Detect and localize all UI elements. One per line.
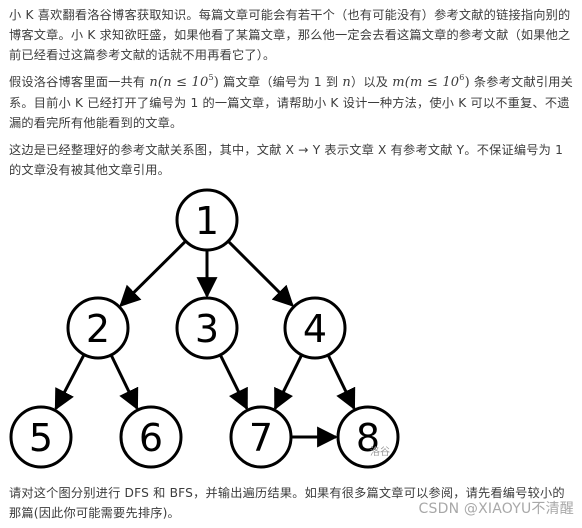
math-n-expr: (n ≤ 10 xyxy=(157,75,209,90)
node-circle xyxy=(283,296,347,360)
graph-node-3: 3 xyxy=(175,296,239,360)
node-label: 3 xyxy=(195,307,219,351)
edge-1-to-4 xyxy=(227,240,294,307)
math-n-close: ) xyxy=(213,75,220,90)
problem-text-a: 假设洛谷博客里面一共有 xyxy=(9,75,150,89)
node-label: 2 xyxy=(86,307,110,351)
node-circle xyxy=(175,296,239,360)
edge-2-to-6 xyxy=(110,355,139,411)
math-n-constraint: n(n ≤ 105) xyxy=(149,73,220,90)
graph-node-1: 1 xyxy=(175,188,239,252)
edge-1-to-2 xyxy=(119,240,187,307)
node-label: 4 xyxy=(303,307,327,351)
math-n-exp: 5 xyxy=(208,73,214,82)
graph-edges xyxy=(54,240,356,448)
problem-text-d: 条参考文献引用关系。目前小 K 已经打开了编号为 1 的一篇文章，请帮助小 K … xyxy=(9,75,574,130)
intro-paragraph: 小 K 喜欢翻看洛谷博客获取知识。每篇文章可能会有若干个（也有可能没有）参考文献… xyxy=(9,5,575,65)
problem-paragraph: 假设洛谷博客里面一共有 n(n ≤ 105) 篇文章（编号为 1 到 n）以及 … xyxy=(9,68,575,133)
graph-description-paragraph: 这边是已经整理好的参考文献关系图，其中，文献 X → Y 表示文章 X 有参考文… xyxy=(9,140,575,180)
node-label: 6 xyxy=(139,416,163,460)
node-circle xyxy=(229,405,293,469)
math-m-var: m xyxy=(392,75,405,90)
node-label: 1 xyxy=(195,199,219,243)
problem-text-c: ）以及 xyxy=(350,75,393,89)
graph-description-text: 这边是已经整理好的参考文献关系图，其中，文献 X → Y 表示文章 X 有参考文… xyxy=(9,143,564,177)
graph-node-2: 2 xyxy=(66,296,130,360)
edge-4-to-8 xyxy=(327,355,356,411)
math-m-constraint: m(m ≤ 106) xyxy=(392,73,470,90)
graph-node-8: 8 xyxy=(336,405,400,469)
math-m-close: ) xyxy=(464,75,470,90)
math-n: n xyxy=(342,75,351,90)
math-m-expr: (m ≤ 10 xyxy=(404,75,460,90)
graph-node-7: 7 xyxy=(229,405,293,469)
node-circle xyxy=(119,405,183,469)
intro-text: 小 K 喜欢翻看洛谷博客获取知识。每篇文章可能会有若干个（也有可能没有）参考文献… xyxy=(9,8,571,62)
task-paragraph: 请对这个图分别进行 DFS 和 BFS，并输出遍历结果。如果有很多篇文章可以参阅… xyxy=(9,483,575,523)
reference-graph: 1 2 3 4 5 6 7 8 洛谷 xyxy=(9,188,400,469)
csdn-watermark: CSDN @XIAOYU不清醒 xyxy=(418,501,574,517)
node-label: 7 xyxy=(249,416,273,460)
task-text: 请对这个图分别进行 DFS 和 BFS，并输出遍历结果。如果有很多篇文章可以参阅… xyxy=(9,486,565,520)
graph-node-5: 5 xyxy=(9,405,73,469)
problem-text-b: 篇文章（编号为 1 到 xyxy=(219,75,343,89)
graph-node-4: 4 xyxy=(283,296,347,360)
node-circle xyxy=(9,405,73,469)
node-label: 8 xyxy=(356,416,380,460)
graph-nodes: 1 2 3 4 5 6 7 8 xyxy=(9,188,400,469)
math-m-exp: 6 xyxy=(459,73,465,82)
node-label: 5 xyxy=(29,416,53,460)
graph-node-6: 6 xyxy=(119,405,183,469)
edge-3-to-7 xyxy=(219,355,249,411)
edge-4-to-7 xyxy=(273,355,303,411)
math-n-var: n xyxy=(149,75,158,90)
edge-2-to-5 xyxy=(54,354,85,411)
luogu-watermark: 洛谷 xyxy=(370,445,390,458)
node-circle xyxy=(175,188,239,252)
node-circle xyxy=(66,296,130,360)
node-circle xyxy=(336,405,400,469)
